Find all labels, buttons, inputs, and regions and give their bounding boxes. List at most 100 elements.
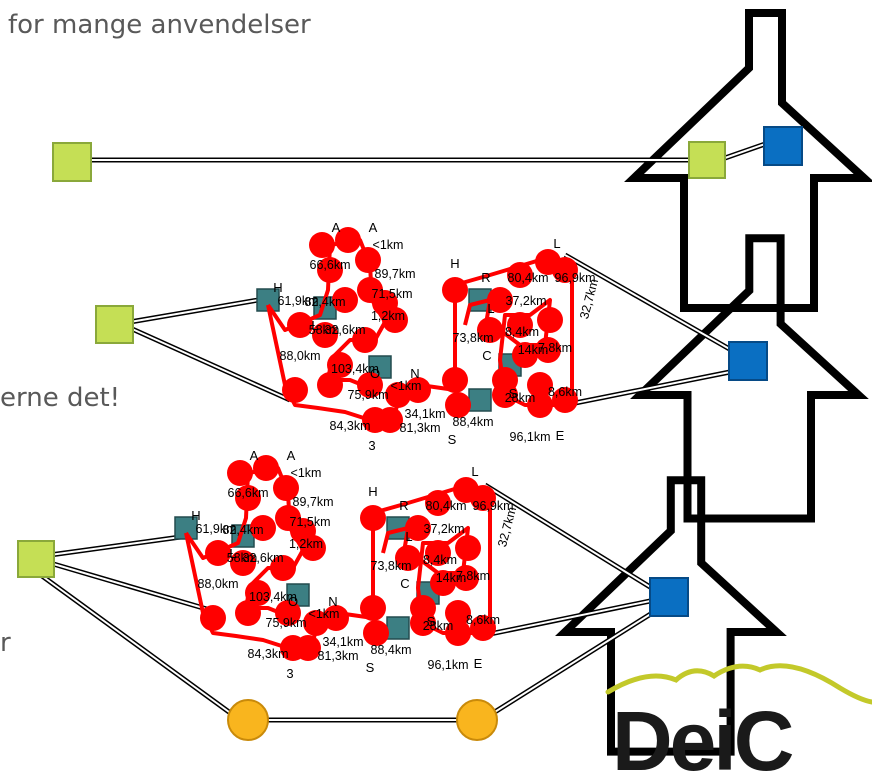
route-node-bottom-7 — [230, 550, 256, 576]
endpoint-green-top-left — [52, 142, 92, 182]
logo-arc — [605, 663, 872, 705]
house-outline-bottom — [555, 476, 787, 756]
city-label-middle-1: A — [369, 220, 378, 235]
route-node-bottom-6 — [205, 540, 231, 566]
route-node-middle-0 — [309, 232, 335, 258]
route-node-bottom-11 — [235, 600, 261, 626]
city-label-middle-10: S — [509, 386, 518, 401]
distance-label-bottom-10: 103,4km — [249, 590, 297, 604]
route-node-bottom-34 — [200, 605, 226, 631]
slide-text-middle: erne det! — [0, 383, 121, 413]
slide-text-heading: for mange anvendelser — [8, 10, 311, 40]
distance-label-middle-22: 8,4km — [505, 325, 539, 339]
endpoint-green-top-house — [688, 141, 726, 179]
distance-label-bottom-3: 71,5km — [290, 515, 331, 529]
logo-wordmark: DeiC — [612, 694, 793, 779]
endpoint-blue-middle-house — [728, 341, 768, 381]
distance-label-bottom-1: 66,6km — [228, 486, 269, 500]
route-node-middle-1 — [335, 227, 361, 253]
city-label-bottom-12: S — [366, 660, 375, 675]
link-bot-c-inner — [484, 484, 656, 591]
houses — [555, 9, 872, 756]
route-node-bottom-27 — [430, 570, 456, 596]
route-node-middle-25 — [507, 312, 533, 338]
distance-label-bottom-22: 8,4km — [423, 553, 457, 567]
route-node-middle-16 — [377, 407, 403, 433]
deic-logo: DeiC — [605, 663, 872, 779]
distance-label-bottom-23: 14km — [436, 571, 467, 585]
city-label-bottom-0: A — [250, 448, 259, 463]
route-node-bottom-16 — [295, 635, 321, 661]
distance-label-bottom-9: 88,0km — [198, 577, 239, 591]
link-top-house-inner — [724, 142, 769, 159]
endpoints — [17, 126, 803, 741]
route-node-middle-27 — [512, 342, 538, 368]
route-node-bottom-2 — [273, 475, 299, 501]
city-label-middle-11: E — [556, 428, 565, 443]
route-node-middle-33 — [527, 392, 553, 418]
route-node-middle-31 — [527, 372, 553, 398]
city-label-bottom-3: L — [229, 546, 236, 561]
city-label-middle-8: L — [553, 236, 560, 251]
route-node-middle-12 — [357, 372, 383, 398]
city-label-middle-0: A — [332, 220, 341, 235]
slide-text-lower: r — [0, 628, 11, 658]
route-node-middle-22 — [507, 262, 533, 288]
distance-label-middle-18: 96,9km — [555, 271, 596, 285]
route-node-middle-14 — [405, 377, 431, 403]
route-node-middle-35 — [372, 290, 398, 316]
route-node-bottom-1 — [253, 455, 279, 481]
city-label-middle-13: 3 — [368, 438, 375, 453]
city-label-bottom-11: E — [474, 656, 483, 671]
route-node-bottom-9 — [270, 555, 296, 581]
route-node-middle-30 — [492, 382, 518, 408]
distance-label-bottom-12: <1km — [309, 607, 340, 621]
route-node-middle-18 — [442, 277, 468, 303]
link-mid-d-inner — [564, 369, 741, 406]
links — [36, 140, 769, 723]
distance-label-bottom-0: <1km — [291, 466, 322, 480]
distance-label-middle-23: 14km — [518, 343, 549, 357]
route-node-bottom-22 — [425, 490, 451, 516]
distance-label-middle-14: 34,1km — [405, 407, 446, 421]
city-label-bottom-2: H — [191, 508, 200, 523]
distance-label-middle-27: 96,1km — [510, 430, 551, 444]
city-label-bottom-5: N — [328, 594, 337, 609]
distance-label-middle-2: 89,7km — [375, 267, 416, 281]
route-node-middle-11 — [317, 372, 343, 398]
route-node-bottom-12 — [275, 600, 301, 626]
link-bot-d-inner — [484, 599, 656, 636]
route-node-middle-21 — [552, 257, 578, 283]
distance-label-middle-17: 80,4km — [508, 271, 549, 285]
distance-label-bottom-21: 73,8km — [371, 559, 412, 573]
city-label-bottom-6: H — [368, 484, 377, 499]
city-label-middle-7: R — [481, 270, 490, 285]
endpoint-green-bottom — [17, 540, 55, 578]
city-label-middle-9: C — [482, 348, 491, 363]
distance-label-bottom-15: 81,3km — [318, 649, 359, 663]
route-node-middle-10 — [327, 352, 353, 378]
distance-label-middle-12: <1km — [391, 379, 422, 393]
distance-label-bottom-19: 37,2km — [424, 522, 465, 536]
distance-label-bottom-2: 89,7km — [293, 495, 334, 509]
route-node-middle-23 — [487, 287, 513, 313]
route-node-middle-28 — [535, 337, 561, 363]
distance-label-middle-24: 7,8km — [538, 341, 572, 355]
distance-label-middle-9: 88,0km — [280, 349, 321, 363]
distance-label-middle-4: 61,9km — [278, 294, 319, 308]
route-node-middle-2 — [355, 247, 381, 273]
route-node-bottom-19 — [363, 620, 389, 646]
distance-label-middle-19: 37,2km — [506, 294, 547, 308]
route-node-bottom-17 — [360, 595, 386, 621]
distance-label-bottom-25: 28km — [423, 619, 454, 633]
distance-label-middle-5: 82,4km — [305, 295, 346, 309]
distance-label-middle-11: 75,9km — [348, 388, 389, 402]
endpoint-blue-bottom-house — [649, 577, 689, 617]
route-node-bottom-4 — [250, 515, 276, 541]
distance-label-middle-1: 66,6km — [310, 258, 351, 272]
city-label-bottom-7: R — [399, 498, 408, 513]
city-label-bottom-8: L — [471, 464, 478, 479]
link-mid-a-inner — [129, 297, 271, 323]
